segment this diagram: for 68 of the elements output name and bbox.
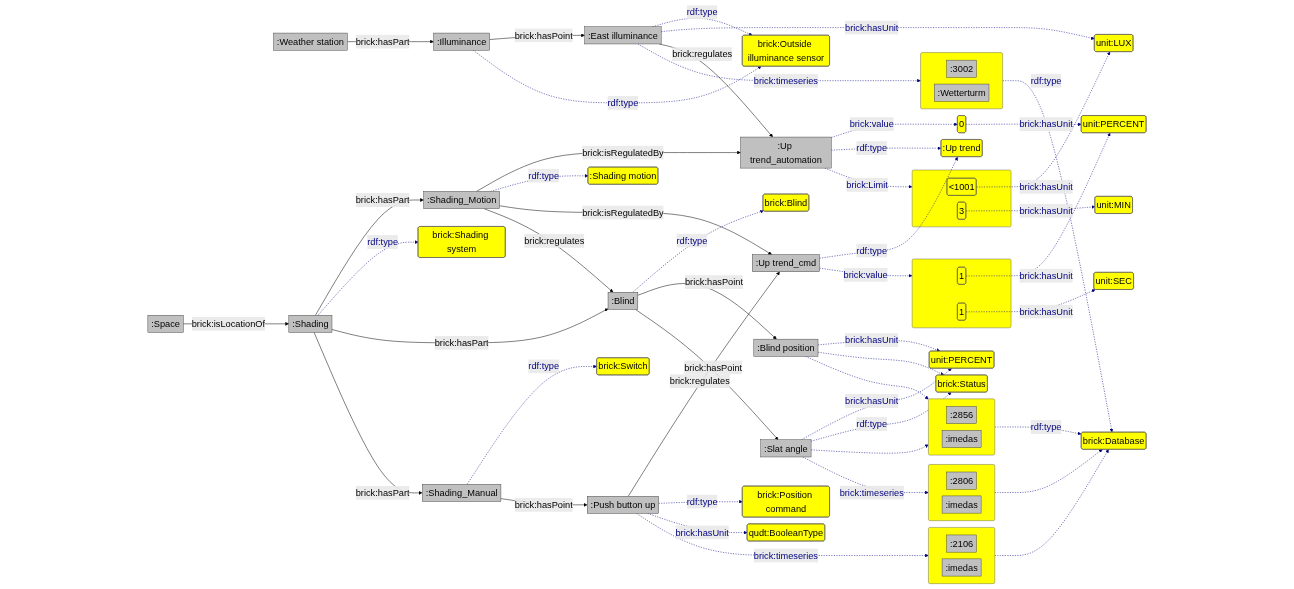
edge-label: brick:Limit [846,179,888,191]
cluster [911,258,1012,329]
edge-label: brick:isRegulatedBy [582,147,664,158]
edge-label: brick:hasUnit [845,334,899,346]
edge-label: brick:hasUnit [1019,270,1073,282]
edge-label: brick:hasPart [355,487,410,499]
cluster [911,169,1012,228]
edge-label: brick:regulates [669,375,730,387]
edge-label: brick:isRegulatedBy [582,207,664,218]
edge-label: brick:timeseries [753,75,818,86]
cluster [920,52,1003,110]
edge-label: brick:hasUnit [1019,205,1073,216]
edge-label: brick:hasPoint [684,276,743,288]
edge-label: brick:hasUnit [1019,118,1073,130]
edge-label: brick:value [849,118,894,130]
node-box: :3002 [946,59,977,78]
node-box: :Shading [288,315,333,333]
node-box: :Shading_Manual [422,484,502,502]
node-box: :Blind [607,292,639,310]
edge-label: brick:hasUnit [845,22,899,33]
edge-label: rdf:type [856,142,888,154]
edge-label: rdf:type [528,361,560,372]
edge-label: brick:hasPoint [514,499,573,511]
edge-label: rdf:type [367,236,399,248]
edge-label: rdf:type [686,7,718,18]
node-box: :imedas [941,430,982,448]
node-box: :Illuminance [433,32,490,51]
node-box: :Shading_Motion [423,191,500,209]
node-box: :2806 [946,471,977,490]
edge-label: rdf:type [607,97,639,109]
cluster [928,464,995,521]
edge-label: rdf:type [856,245,888,256]
edge-label: brick:regulates [672,48,733,60]
edge-label: rdf:type [1030,421,1062,433]
node-box: :2856 [946,406,977,424]
node-box: :East illuminance [584,26,662,45]
cluster [928,527,995,584]
node-box: :Up trend_automation [740,136,832,169]
edge-label: rdf:type [686,496,718,507]
node-box: :Push button up [587,496,659,514]
edge-label: rdf:type [528,170,560,181]
edge-label: brick:hasPart [355,36,410,47]
edge-label: brick:regulates [524,235,585,247]
edge-label: brick:value [843,269,888,281]
edge-label: brick:hasPart [355,194,410,206]
edge-label: brick:hasUnit [845,395,899,407]
node-box: :Wetterturm [934,83,990,102]
node-box: :imedas [941,495,982,514]
cluster [928,398,995,456]
edge-label: brick:timeseries [839,487,904,498]
edge-label: brick:hasPoint [514,30,573,41]
edge-label: brick:hasUnit [1019,306,1073,317]
edge-label: rdf:type [856,418,888,430]
edge-label: brick:hasUnit [1019,181,1073,193]
edge-label: brick:hasPart [434,337,489,349]
edge-label: brick:hasPoint [684,362,743,373]
node-box: :Slat angle [760,439,812,458]
node-box: :2106 [946,534,977,553]
node-box: :Up trend_cmd [752,254,820,272]
node-box: :Space [147,315,184,333]
edge-label: brick:timeseries [753,550,818,561]
edge-label: rdf:type [676,235,708,246]
edge-label: brick:hasUnit [675,527,729,538]
node-box: :Blind position [753,338,819,357]
node-box: :Weather station [273,32,348,51]
edge-label: brick:isLocationOf [191,318,266,330]
edge-label: rdf:type [1030,75,1062,86]
node-box: :imedas [941,558,982,577]
